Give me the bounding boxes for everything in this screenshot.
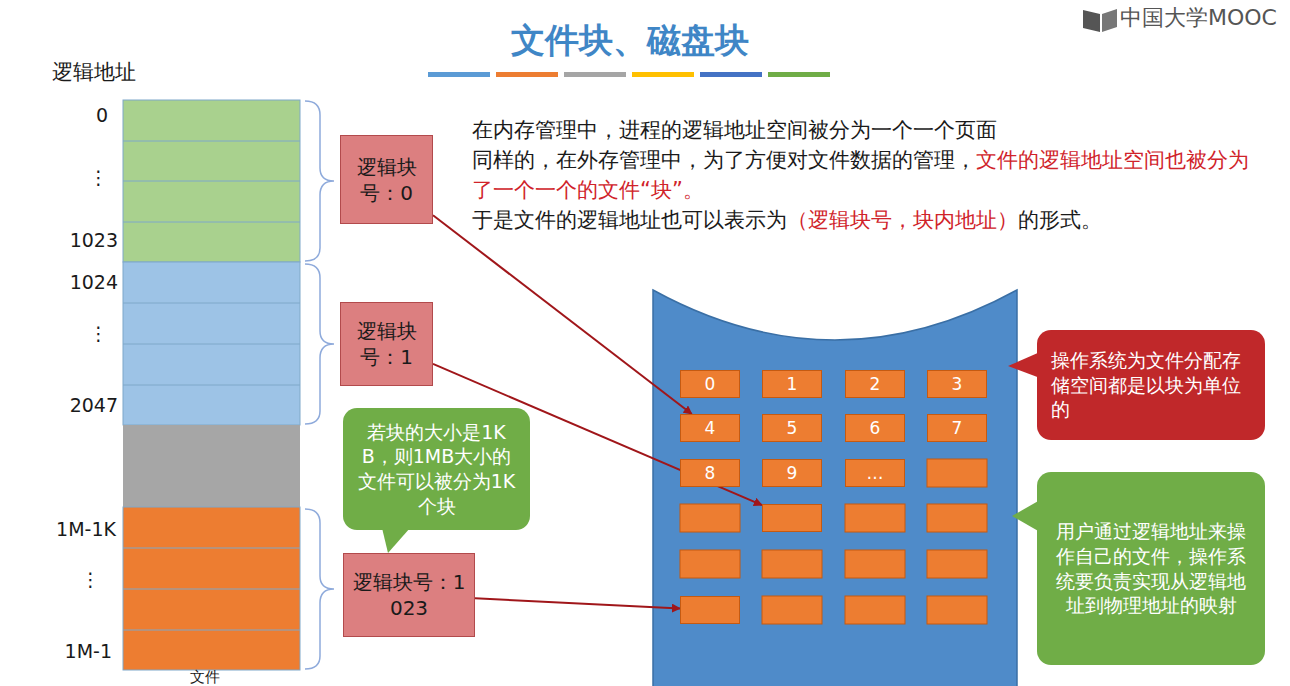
logical-block-box: 逻辑块号：1023 <box>343 553 475 637</box>
node-text: 0 <box>681 373 739 395</box>
disk-block <box>927 504 987 532</box>
mapping-arrow <box>433 215 692 414</box>
disk-block <box>927 459 987 487</box>
node-text: 9 <box>763 462 821 484</box>
disk-block <box>927 596 987 624</box>
disk-block <box>927 550 987 578</box>
disk-cylinder <box>653 290 1017 686</box>
paragraph-text: 的形式。 <box>1018 208 1102 232</box>
address-label: 2047 <box>50 394 118 417</box>
node-text: 逻辑块号：1023 <box>352 569 466 621</box>
disk-block: … <box>845 459 905 487</box>
node-text: 1 <box>763 373 821 395</box>
disk-block: 6 <box>845 414 905 442</box>
node-text: … <box>846 462 904 484</box>
disk-block: 4 <box>680 414 740 442</box>
address-label: 1023 <box>50 229 118 252</box>
mapping-arrow <box>475 598 680 608</box>
disk-block: 9 <box>762 459 822 487</box>
paragraph: 于是文件的逻辑地址也可以表示为（逻辑块号，块内地址）的形式。 <box>472 205 1262 235</box>
callout-bubble: 操作系统为文件分配存储空间都是以块为单位的 <box>1037 330 1265 440</box>
disk-block: 2 <box>845 370 905 398</box>
address-label: 0 <box>50 104 108 127</box>
node-text: 逻辑块号：1 <box>349 318 424 370</box>
node-text: 若块的大小是1KB，则1MB大小的文件可以被分为1K个块 <box>355 420 518 519</box>
callout-bubble: 用户通过逻辑地址来操作自己的文件，操作系统要负责实现从逻辑地址到物理地址的映射 <box>1037 472 1265 665</box>
logical-block-box: 逻辑块号：0 <box>340 135 433 224</box>
node-text: 6 <box>846 417 904 439</box>
disk-block <box>680 596 740 624</box>
watermark: 中国大学MOOC <box>1120 5 1277 31</box>
disk-block <box>762 550 822 578</box>
node-text: 7 <box>928 417 986 439</box>
node-text: 8 <box>681 462 739 484</box>
ellipsis-mark: ⋮ <box>50 568 100 591</box>
disk-block: 5 <box>762 414 822 442</box>
disk-block: 3 <box>927 370 987 398</box>
node-text: 3 <box>928 373 986 395</box>
ellipsis-mark: ⋮ <box>50 166 108 189</box>
callout-bubble: 若块的大小是1KB，则1MB大小的文件可以被分为1K个块 <box>343 408 530 530</box>
disk-block: 0 <box>680 370 740 398</box>
axis-title: 逻辑地址 <box>52 60 136 85</box>
disk-block <box>762 504 822 532</box>
paragraph-text: 在内存管理中，进程的逻辑地址空间被分为一个一个页面 <box>472 118 997 142</box>
curly-braces <box>305 101 334 669</box>
logo-icon <box>1083 9 1117 32</box>
node-text: 逻辑块号：0 <box>349 154 424 206</box>
paragraph: 在内存管理中，进程的逻辑地址空间被分为一个一个页面 <box>472 115 1262 145</box>
node-text: 2 <box>846 373 904 395</box>
node-text: 用户通过逻辑地址来操作自己的文件，操作系统要负责实现从逻辑地址到物理地址的映射 <box>1049 519 1253 618</box>
disk-block: 8 <box>680 459 740 487</box>
address-label: 1M-1K <box>30 518 116 541</box>
caption-text: 文件 <box>190 668 220 686</box>
logical-block-box: 逻辑块号：1 <box>340 302 433 386</box>
title-bars <box>428 72 830 77</box>
disk-block: 1 <box>762 370 822 398</box>
paragraph: 同样的，在外存管理中，为了方便对文件数据的管理，文件的逻辑地址空间也被分为了一个… <box>472 145 1262 206</box>
disk-block <box>680 550 740 578</box>
node-text: 5 <box>763 417 821 439</box>
address-label: 1M-1 <box>30 640 112 663</box>
paragraph-text: 于是文件的逻辑地址也可以表示为 <box>472 208 787 232</box>
disk-block <box>845 596 905 624</box>
disk-block <box>762 596 822 624</box>
disk-block: 7 <box>927 414 987 442</box>
paragraph-text: 同样的，在外存管理中，为了方便对文件数据的管理， <box>472 148 976 172</box>
file-strip <box>123 100 300 670</box>
node-text: 操作系统为文件分配存储空间都是以块为单位的 <box>1051 348 1251 422</box>
disk-block-grid <box>680 459 987 624</box>
disk-block <box>680 504 740 532</box>
disk-block <box>845 504 905 532</box>
ellipsis-mark: ⋮ <box>50 322 108 345</box>
address-label: 1024 <box>50 271 118 294</box>
node-text: 4 <box>681 417 739 439</box>
disk-block <box>845 550 905 578</box>
title: 文件块、磁盘块 <box>0 20 1260 61</box>
highlight-text: （逻辑块号，块内地址） <box>787 208 1018 232</box>
